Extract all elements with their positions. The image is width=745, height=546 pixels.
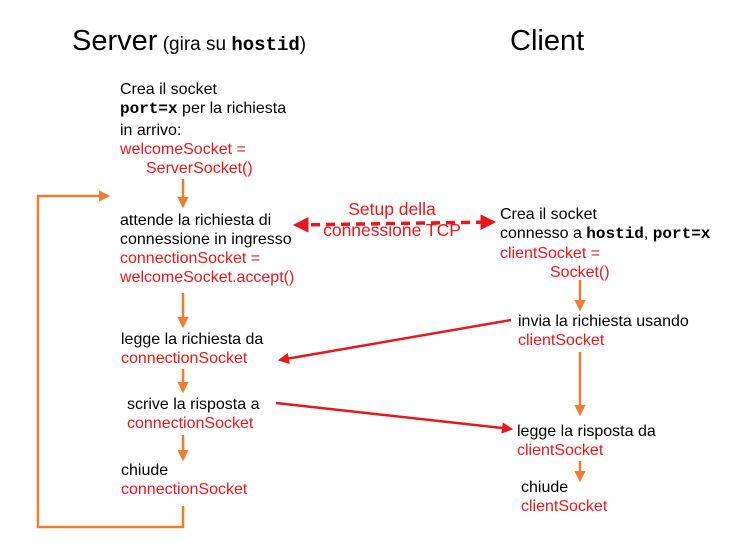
server-loop-arrow <box>36 190 185 529</box>
client-step-create-socket: Crea il socket connesso a hostid, port=x… <box>500 206 711 281</box>
server-host-note: (gira su hostid) <box>162 34 307 56</box>
client-socket-code: clientSocket = <box>500 245 601 262</box>
server-step-write-response: scrive la risposta a connectionSocket <box>127 396 260 432</box>
client-step-read-response: legge la risposta da clientSocket <box>517 423 656 459</box>
welcome-socket-code: welcomeSocket = <box>120 141 246 158</box>
server-step-close: chiude connectionSocket <box>121 462 248 498</box>
server-step-create-socket: Crea il socket port=x per la richiesta i… <box>120 81 287 177</box>
client-socket-constructor: Socket() <box>550 264 610 281</box>
welcome-socket-constructor: ServerSocket() <box>146 160 253 177</box>
server-header: Server (gira su hostid) <box>72 25 307 57</box>
client-step-close: chiude clientSocket <box>521 479 608 515</box>
accept-call-code: welcomeSocket.accept() <box>120 269 295 286</box>
request-arrow <box>277 318 512 365</box>
client-header: Client <box>510 25 585 57</box>
tcp-setup-arrow <box>292 214 497 233</box>
connection-socket-code: connectionSocket = <box>120 250 261 267</box>
client-step-send-request: invia la richiesta usando clientSocket <box>518 313 689 349</box>
server-step-accept: attende la richiesta di connessione in i… <box>120 212 295 286</box>
response-arrow <box>275 401 514 434</box>
server-step-read-request: legge la richiesta da connectionSocket <box>121 331 264 367</box>
